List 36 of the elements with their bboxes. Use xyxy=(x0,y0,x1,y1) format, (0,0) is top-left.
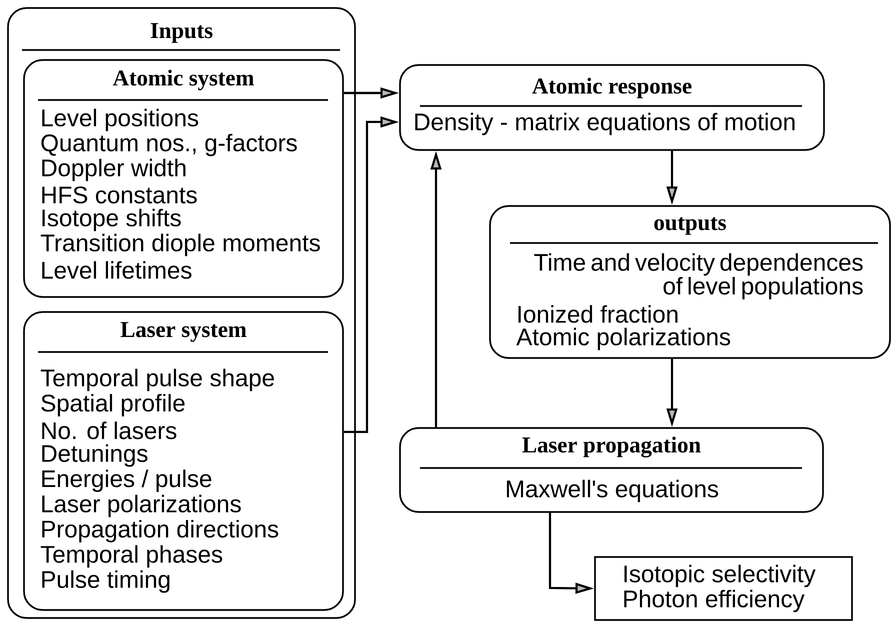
body-text: Maxwell's equations xyxy=(506,480,718,502)
body-text: Temporal phases xyxy=(40,545,222,568)
body-text: Energies / pulse xyxy=(42,470,212,492)
heading: Laser propagation xyxy=(522,436,701,458)
heading: Laser system xyxy=(120,322,246,342)
body-text: Doppler width xyxy=(42,158,186,182)
body-text: Laser polarizations xyxy=(42,494,241,518)
group-box xyxy=(23,59,344,298)
body-text: Detunings xyxy=(42,444,148,467)
process-box xyxy=(399,64,825,151)
body-text: Transition diople moments xyxy=(40,234,320,256)
body-text: Level lifetimes xyxy=(42,261,192,279)
body-text: Propagation directions xyxy=(42,520,278,542)
body-text: Quantum nos., g-factors xyxy=(41,134,297,156)
body-text: Density - matrix equations of motion xyxy=(415,112,794,136)
heading: Atomic system xyxy=(112,70,254,90)
body-text: Atomic polarizations xyxy=(516,328,730,350)
result-box xyxy=(594,556,853,621)
body-text: HFS constants xyxy=(42,186,197,204)
body-text: Temporal pulse shape xyxy=(40,368,274,392)
process-box xyxy=(399,427,824,513)
body-text: Ionized fraction xyxy=(518,305,678,323)
body-text: Photon efficiency xyxy=(624,590,805,612)
process-box xyxy=(489,205,891,359)
body-text: No. of lasers xyxy=(42,422,176,440)
heading: outputs xyxy=(654,217,726,235)
body-text: Pulse timing xyxy=(42,570,170,593)
body-text: Isotope shifts xyxy=(42,208,181,232)
heading: Inputs xyxy=(150,23,212,43)
body-text: Level positions xyxy=(42,108,198,132)
body-text: Time and velocity dependences of level populations xyxy=(534,253,863,300)
body-text: Spatial profile xyxy=(41,394,185,416)
heading: Atomic response xyxy=(532,78,692,98)
body-text: Isotopic selectivity xyxy=(624,564,816,588)
panel-box xyxy=(7,7,356,619)
group-box xyxy=(23,311,344,611)
